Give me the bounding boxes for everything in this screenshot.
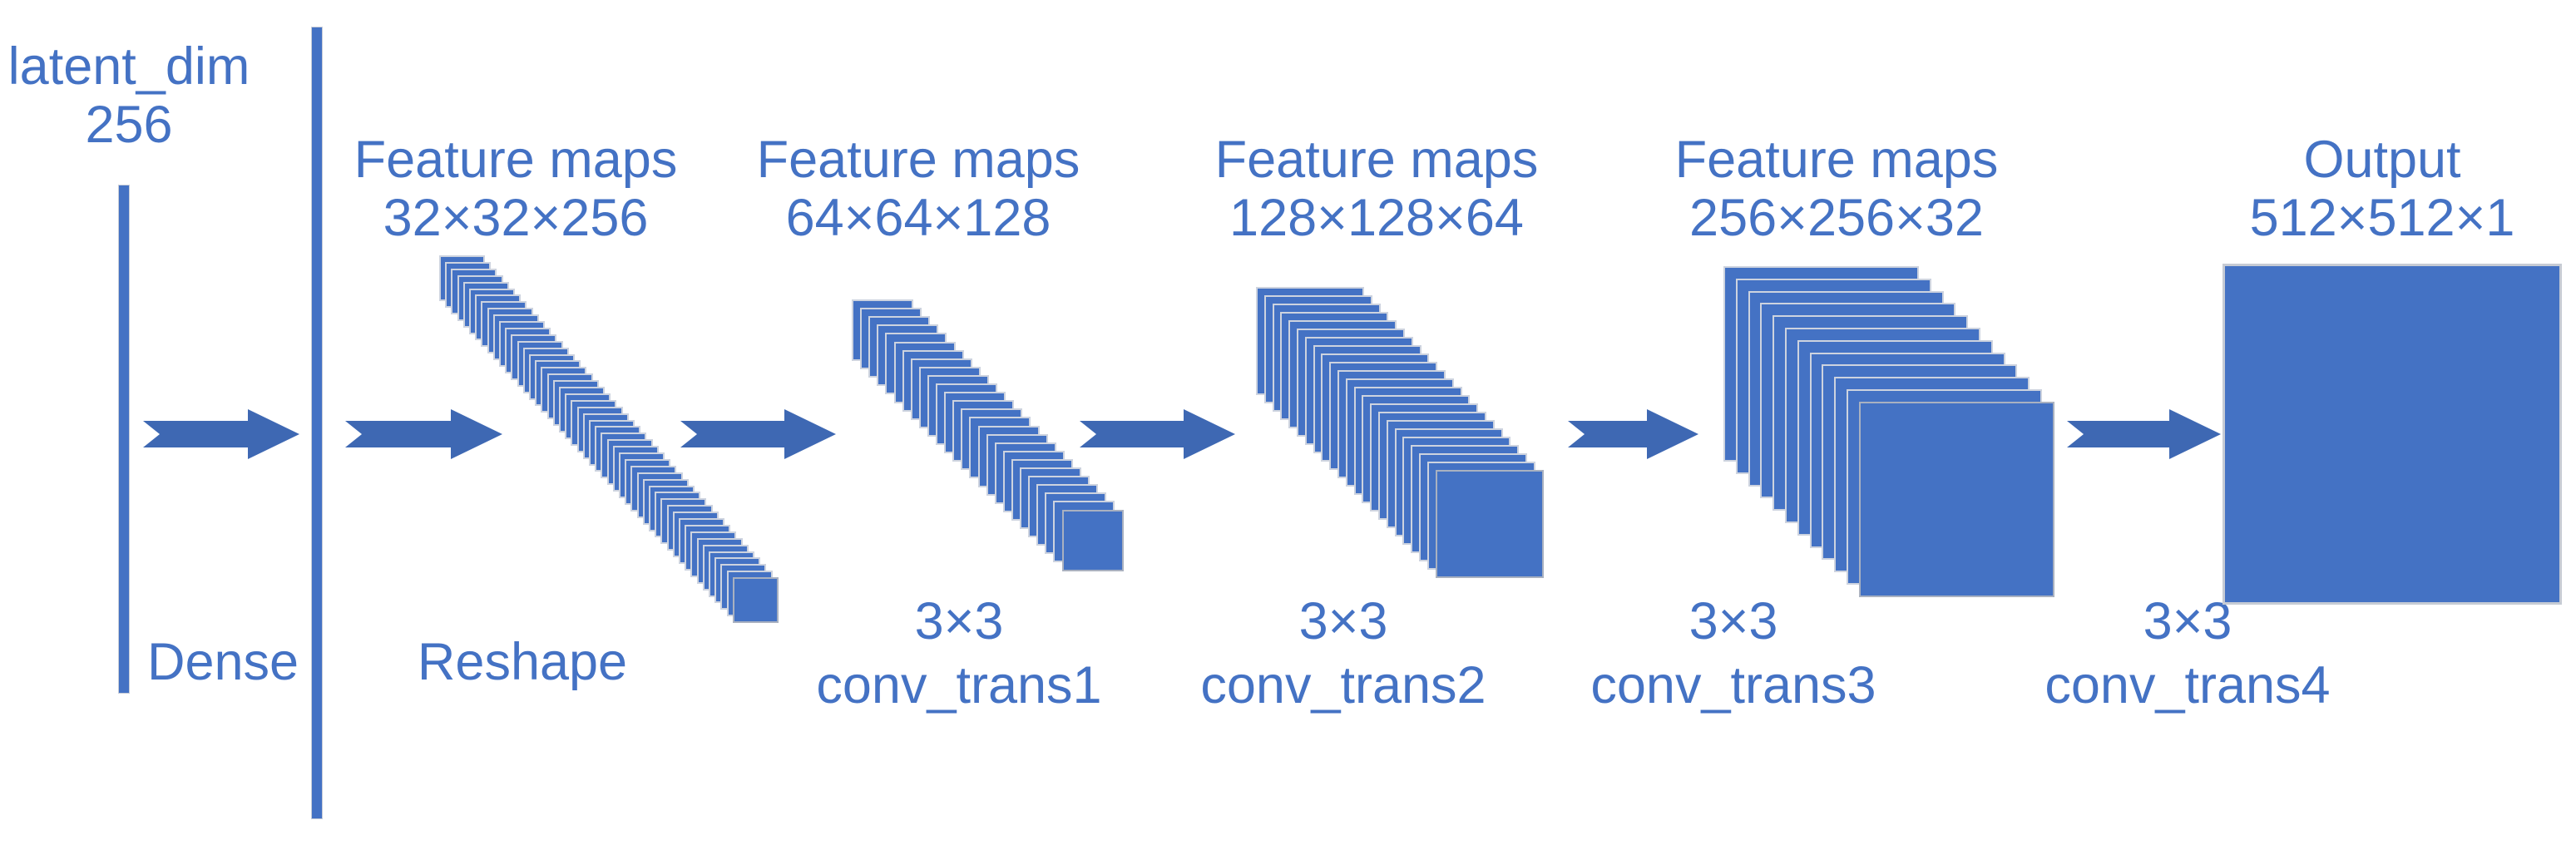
flow-arrow-5: [1568, 409, 1698, 459]
convtrans1-name: conv_trans1: [816, 656, 1102, 714]
feature-map-tile-front: [1858, 401, 2054, 597]
featuremaps-4-title: Feature maps: [1674, 131, 1999, 189]
flow-arrow-4: [1080, 409, 1235, 459]
latent-dim-value: 256: [85, 96, 173, 154]
convtrans3-kernel: 3×3: [1688, 592, 1778, 650]
convtrans2-name: conv_trans2: [1200, 656, 1486, 714]
dense-layer-line: [311, 27, 323, 819]
feature-map-tile-front: [732, 577, 779, 624]
convtrans3-name: conv_trans3: [1590, 656, 1876, 714]
convtrans1-kernel: 3×3: [914, 592, 1004, 650]
feature-map-tile-front: [1061, 509, 1124, 571]
feature-map-tile-front: [1435, 470, 1544, 578]
featuremaps-2-dims: 64×64×128: [785, 189, 1051, 247]
latent-dim-label: latent_dim: [7, 37, 250, 96]
featuremaps-3-title: Feature maps: [1214, 131, 1539, 189]
output-dims: 512×512×1: [2249, 189, 2515, 247]
latent-vector-bar: [118, 185, 130, 694]
convtrans4-kernel: 3×3: [2143, 592, 2232, 650]
convtrans2-kernel: 3×3: [1298, 592, 1388, 650]
featuremaps-4-dims: 256×256×32: [1689, 189, 1984, 247]
reshape-op-label: Reshape: [417, 633, 628, 691]
featuremaps-2-title: Feature maps: [756, 131, 1080, 189]
convtrans4-name: conv_trans4: [2044, 656, 2331, 714]
output-image-square: [2222, 264, 2562, 605]
flow-arrow-1: [143, 409, 299, 459]
featuremaps-3-dims: 128×128×64: [1229, 189, 1524, 247]
featuremaps-1-title: Feature maps: [354, 131, 678, 189]
flow-arrow-6: [2067, 409, 2221, 459]
output-title: Output: [2303, 131, 2461, 189]
dense-op-label: Dense: [146, 633, 299, 691]
flow-arrow-2: [345, 409, 502, 459]
flow-arrow-3: [680, 409, 836, 459]
featuremaps-1-dims: 32×32×256: [383, 189, 649, 247]
